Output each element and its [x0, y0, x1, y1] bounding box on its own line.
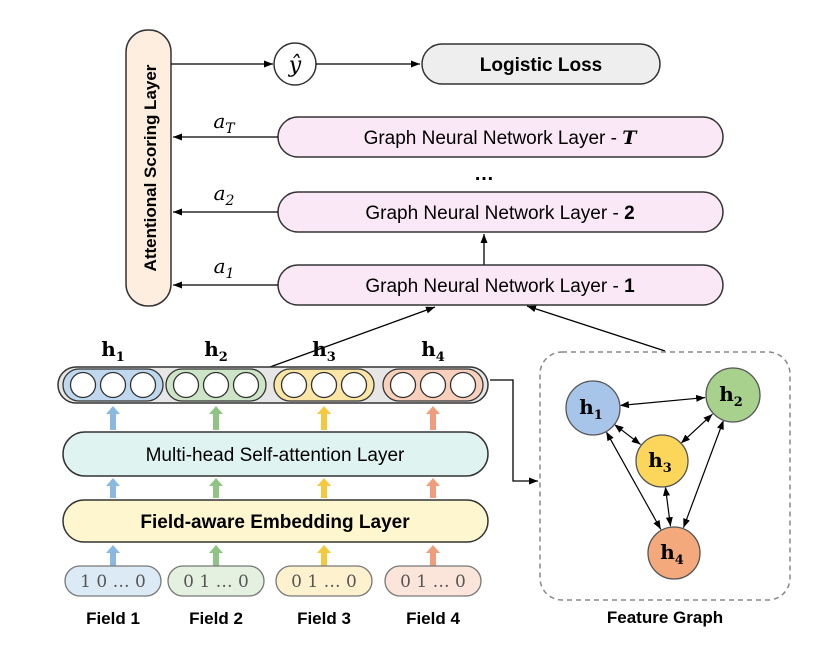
up-arrow-emb-to-attn-3 — [317, 478, 331, 498]
arrow-graph-to-gnn-1 — [526, 305, 666, 352]
multi-head-self-attention-label: Multi-head Self-attention Layer — [146, 445, 405, 466]
field-aware-embedding-layer: Field-aware Embedding Layer — [62, 499, 489, 543]
svg-text:Graph Neural Network Layer - 1: Graph Neural Network Layer - 1 — [365, 276, 635, 297]
one-hot-text-1: 1 0 … 0 — [80, 572, 146, 592]
embedding-cell — [419, 371, 447, 399]
graph-edge-h3-h4 — [663, 486, 673, 527]
embedding-cell — [449, 371, 477, 399]
gnn-layer-2: Graph Neural Network Layer - 2 — [277, 191, 724, 233]
attentional-scoring-layer: Attentional Scoring Layer — [125, 29, 172, 307]
graph-edge-h1-h4 — [606, 431, 662, 530]
svg-text:Graph Neural Network Layer - T: Graph Neural Network Layer - T — [364, 127, 639, 149]
gnn-layer-1-index: 1 — [624, 276, 635, 297]
gnn-layer-t-label: Graph Neural Network Layer - — [364, 128, 623, 149]
graph-node-label-h4: h4 — [660, 540, 684, 568]
graph-node-h3: h3 — [635, 434, 689, 488]
field-aware-embedding-label: Field-aware Embedding Layer — [140, 512, 410, 533]
vector-bar — [57, 366, 489, 404]
input-field-4: 0 1 … 0 Field 4 — [384, 565, 482, 628]
up-arrow-field-to-emb-2 — [209, 545, 223, 566]
graph-node-h1: h1 — [565, 380, 621, 436]
embedding-cell — [69, 371, 97, 399]
prediction-symbol: ŷ — [288, 53, 302, 78]
logistic-loss-label: Logistic Loss — [480, 55, 602, 76]
one-hot-vector — [167, 565, 265, 597]
up-arrow-attn-to-vector-1 — [106, 406, 120, 430]
multi-head-self-attention-layer: Multi-head Self-attention Layer — [62, 431, 489, 477]
gnn-layer-t: Graph Neural Network Layer - T — [277, 116, 724, 158]
field-vector-label-1: h1 — [101, 337, 125, 365]
up-arrow-attn-to-vector-2 — [209, 406, 223, 430]
gnn-layer-1-label: Graph Neural Network Layer - — [365, 276, 624, 297]
field-vector-label-3: h3 — [312, 337, 336, 365]
embedding-cell — [389, 371, 417, 399]
field-name-4: Field 4 — [406, 609, 460, 628]
up-arrow-emb-to-attn-4 — [426, 478, 440, 498]
input-field-3: 0 1 … 0 Field 3 — [275, 565, 373, 628]
logistic-loss-box: Logistic Loss — [421, 43, 661, 85]
one-hot-vector — [384, 565, 482, 597]
gnn-ellipsis: … — [474, 163, 494, 185]
embedding-cell — [129, 371, 157, 399]
field-vector-label-2: h2 — [204, 337, 228, 365]
prediction-node: ŷ — [273, 42, 317, 86]
up-arrow-attn-to-vector-4 — [426, 406, 440, 430]
embedding-cell — [310, 371, 338, 399]
graph-edge-h1-h3 — [614, 424, 641, 446]
field-vector-2 — [165, 368, 267, 402]
input-field-2: 0 1 … 0 Field 2 — [167, 565, 265, 628]
graph-node-h4: h4 — [647, 526, 701, 580]
feature-graph-caption: Feature Graph — [607, 608, 723, 627]
input-field-1: 1 0 … 0 Field 1 — [64, 565, 162, 628]
one-hot-text-4: 0 1 … 0 — [400, 572, 466, 592]
one-hot-vector — [275, 565, 373, 597]
weight-a-1: a1 — [214, 254, 235, 282]
field-name-1: Field 1 — [86, 609, 140, 628]
weight-a-t: aT — [213, 109, 236, 137]
up-arrow-emb-to-attn-2 — [209, 478, 223, 498]
field-vector-1 — [62, 368, 164, 402]
gnn-layer-1: Graph Neural Network Layer - 1 — [277, 264, 724, 306]
input-fields: 1 0 … 0 Field 1 0 1 … 0 Field 2 0 1 … 0 Field… — [64, 565, 482, 628]
graph-node-h2: h2 — [705, 367, 761, 423]
feature-graph: h1 h2 h3 h4 Feature Graph — [539, 351, 791, 627]
up-arrow-field-to-emb-4 — [426, 545, 440, 566]
up-arrow-field-to-emb-3 — [317, 545, 331, 566]
embedding-cell — [280, 371, 308, 399]
embedding-cell — [99, 371, 127, 399]
graph-edge-h2-h4 — [682, 420, 724, 528]
graph-node-label-h2: h2 — [719, 382, 743, 410]
gnn-layer-2-index: 2 — [624, 203, 635, 224]
graph-node-label-h3: h3 — [648, 448, 672, 476]
one-hot-vector — [64, 565, 162, 597]
one-hot-text-3: 0 1 … 0 — [291, 572, 357, 592]
field-name-3: Field 3 — [297, 609, 351, 628]
feature-graph-frame — [539, 351, 791, 601]
embedding-cell — [232, 371, 260, 399]
field-vector-3 — [273, 368, 375, 402]
arrow-vectors-to-feature-graph — [490, 379, 538, 485]
embedding-cell — [202, 371, 230, 399]
weight-a-2: a2 — [214, 181, 235, 209]
field-vectors: h1 h2 h3 h4 — [57, 337, 489, 404]
embedding-cell — [340, 371, 368, 399]
gnn-layer-t-index: T — [622, 127, 638, 149]
gnn-layer-2-label: Graph Neural Network Layer - — [365, 203, 624, 224]
arrow-vectors-to-gnn-1 — [269, 306, 436, 368]
graph-edge-h1-h2 — [619, 394, 706, 409]
up-arrow-field-to-emb-1 — [106, 545, 120, 566]
field-name-2: Field 2 — [189, 609, 243, 628]
graph-edge-h3-h2 — [681, 413, 713, 444]
up-arrow-attn-to-vector-3 — [317, 406, 331, 430]
embedding-cell — [172, 371, 200, 399]
graph-node-label-h1: h1 — [579, 395, 603, 423]
svg-text:Graph Neural Network Layer - 2: Graph Neural Network Layer - 2 — [365, 203, 634, 224]
field-vector-label-4: h4 — [421, 337, 445, 365]
attentional-scoring-layer-label: Attentional Scoring Layer — [141, 64, 160, 271]
one-hot-text-2: 0 1 … 0 — [183, 572, 249, 592]
up-arrow-emb-to-attn-1 — [106, 478, 120, 498]
field-vector-4 — [382, 368, 484, 402]
